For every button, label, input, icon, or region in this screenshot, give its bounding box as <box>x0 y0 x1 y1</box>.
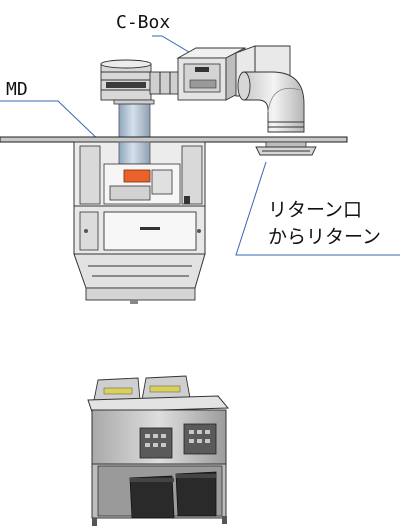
md-damper <box>123 169 151 183</box>
ceiling <box>0 136 348 143</box>
return-grille <box>255 141 317 156</box>
fryer <box>87 375 230 526</box>
md-label: MD <box>6 79 28 100</box>
return-label-line2: からリターン <box>268 226 381 248</box>
cbox-label: C-Box <box>116 12 170 33</box>
exhaust-hood <box>73 141 206 304</box>
vertical-duct <box>100 59 155 163</box>
return-leader-line <box>235 161 400 256</box>
return-label-line1: リターン口 <box>268 199 362 221</box>
elbow-duct <box>237 71 305 133</box>
